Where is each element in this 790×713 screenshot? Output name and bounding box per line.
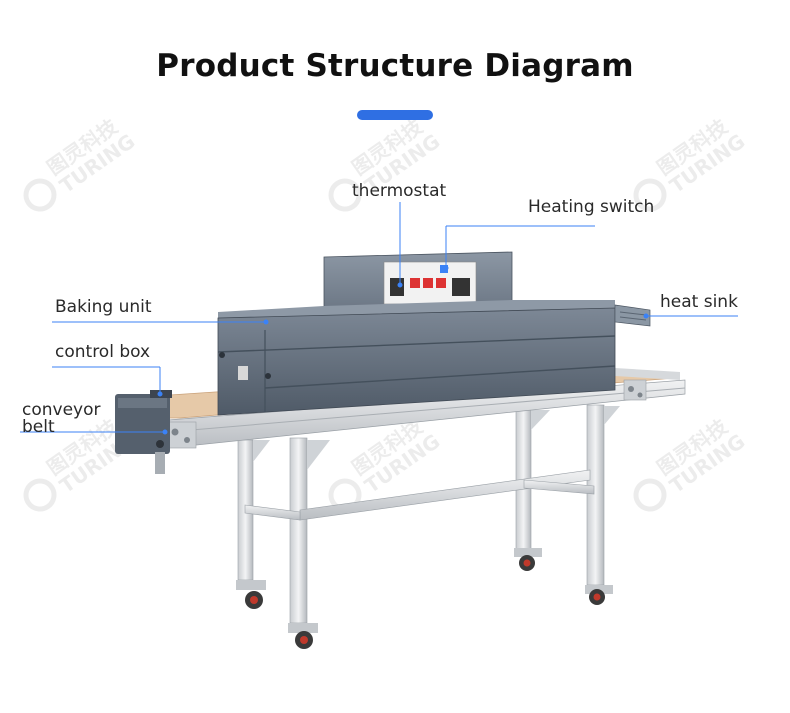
label-thermostat: thermostat: [352, 181, 447, 201]
label-conveyor-belt-line2: belt: [22, 417, 55, 437]
casters: [236, 548, 613, 649]
baking-unit: [217, 251, 651, 416]
title-underline-bar: [357, 110, 433, 120]
label-control-box: control box: [55, 342, 151, 362]
callout-lines: [20, 202, 738, 435]
label-heat-sink: heat sink: [660, 292, 738, 312]
label-baking-unit: Baking unit: [55, 297, 152, 317]
frame-legs: [237, 404, 620, 624]
page-title: Product Structure Diagram: [156, 48, 634, 84]
label-heating-switch: Heating switch: [528, 197, 655, 217]
label-conveyor-belt-line1: conveyor: [22, 400, 101, 420]
